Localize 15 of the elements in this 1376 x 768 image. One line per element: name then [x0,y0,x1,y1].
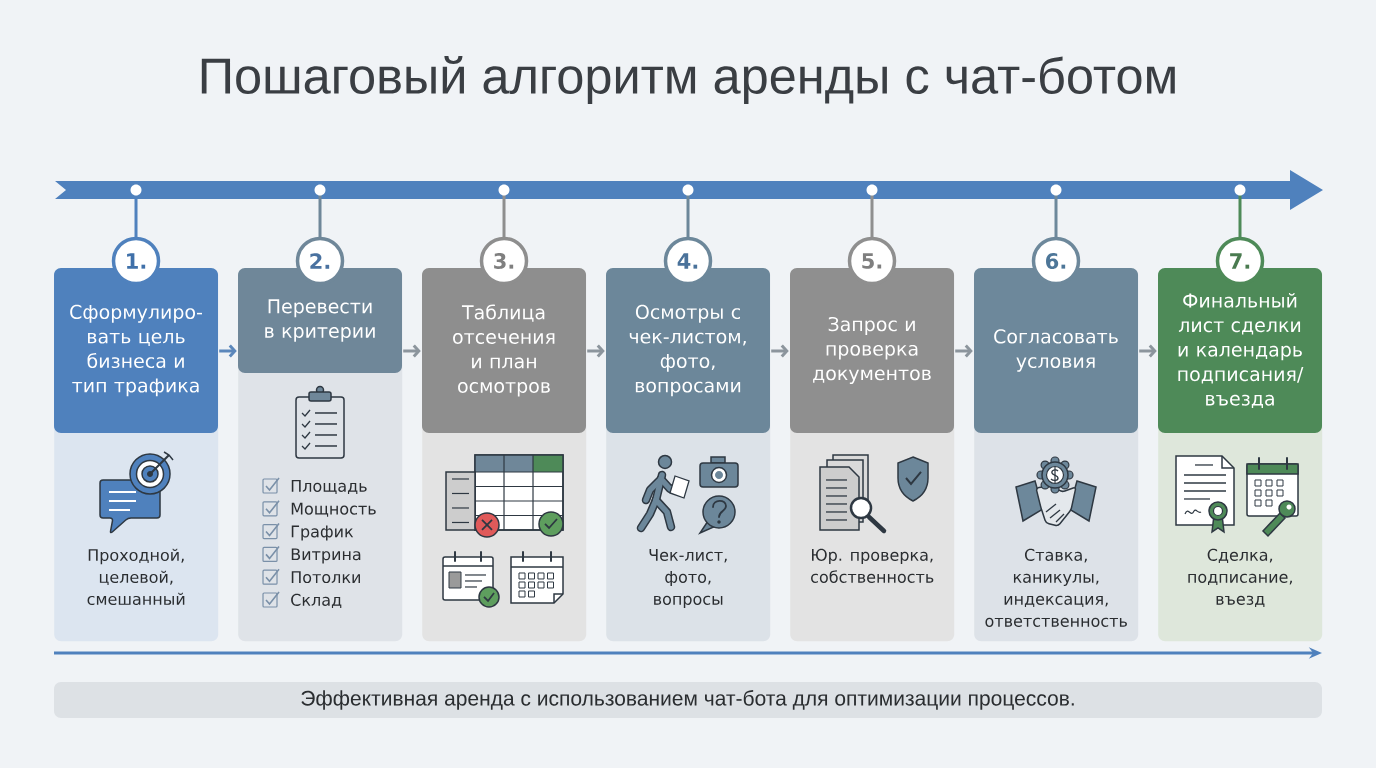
step-header-box: Сформулиро- вать цель бизнеса и тип трафика [54,268,218,433]
step-header-box: Согласовать условия [974,268,1138,433]
arrow [587,344,605,358]
step-header-box: Финальный лист сделки и календарь подписания/ въезда [1158,268,1322,433]
title: Пошаговый алгоритм аренды с чат-ботом [201,56,1175,104]
caption-band: Эффективная аренда с использованием чат-бота для оптимизации процессов. [54,682,1322,718]
arrow [1139,344,1157,358]
arrow [403,344,421,358]
step-header-box: Таблица отсечения и план осмотров [422,268,586,433]
step-header-box: Перевести в критерии [238,268,402,373]
step-header-box: Запрос и проверка документов [790,268,954,433]
arrow [219,344,237,358]
arrow [955,344,973,358]
arrow [771,344,789,358]
step-header-box: Осмотры с чек-листом, фото, вопросами [606,268,770,433]
